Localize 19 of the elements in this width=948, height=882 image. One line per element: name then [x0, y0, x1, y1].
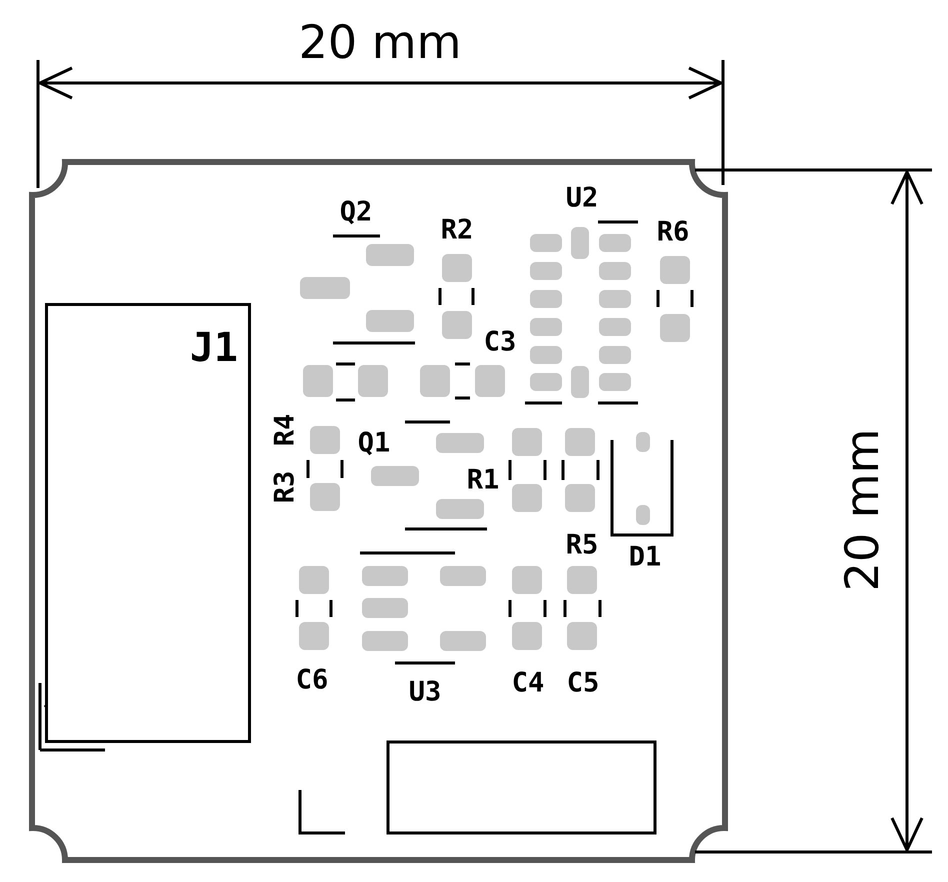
component-designator: C4	[512, 670, 544, 696]
component-designator: R1	[466, 466, 500, 494]
component-designator: U3	[408, 678, 442, 706]
component-designator: R3	[272, 470, 298, 504]
component-designator: R4	[272, 414, 298, 446]
component-designator: R6	[656, 218, 690, 246]
component-designator: J1	[190, 328, 238, 368]
dimension-label: 20 mm	[298, 19, 462, 65]
dimension-label: 20 mm	[839, 428, 885, 592]
connector-outline	[45, 303, 251, 743]
component-designator: R5	[566, 532, 598, 558]
component-designator: Q2	[340, 198, 372, 226]
component-designator: C5	[566, 670, 600, 696]
component-designator: R2	[440, 216, 474, 244]
component-designator: C6	[296, 666, 328, 694]
component-designator: C3	[484, 328, 516, 356]
component-designator: D1	[628, 544, 662, 570]
component-designator: Q1	[358, 430, 390, 456]
component-designator: U2	[566, 184, 598, 212]
